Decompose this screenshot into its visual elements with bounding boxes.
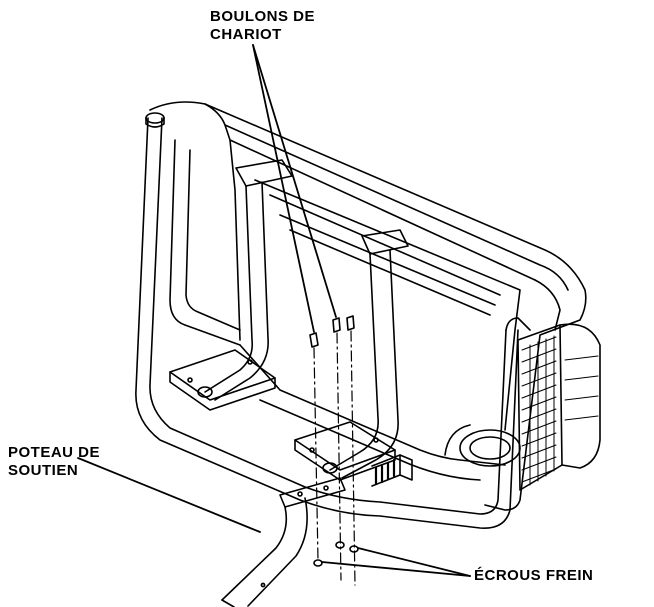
label-carriage-bolts-line1: BOULONS DE — [210, 8, 316, 25]
leader-nut-right — [357, 547, 471, 577]
lock-nuts — [313, 541, 359, 567]
support-post — [221, 477, 346, 607]
label-lock-nuts: ÉCROUS FREIN — [474, 567, 594, 584]
leader-support-post — [77, 457, 261, 533]
leader-bolt-right — [252, 44, 337, 318]
leader-nut-left — [321, 561, 471, 577]
left-bracket — [169, 159, 293, 411]
leader-bolt-left — [252, 44, 315, 333]
right-bracket — [294, 229, 409, 481]
leader-lines — [77, 44, 471, 577]
spring — [371, 454, 413, 487]
mesh-grille — [517, 323, 601, 491]
label-carriage-bolts: BOULONS DE CHARIOT — [210, 8, 315, 44]
label-support-post: POTEAU DE SOUTIEN — [8, 444, 100, 480]
alignment-lines — [313, 330, 356, 586]
label-support-post-line1: POTEAU DE — [8, 444, 101, 461]
label-support-post-line2: SOUTIEN — [8, 462, 79, 479]
tube-frame — [135, 112, 531, 529]
seat-body — [149, 101, 587, 511]
carriage-bolts — [309, 315, 355, 348]
label-carriage-bolts-line2: CHARIOT — [210, 26, 282, 43]
